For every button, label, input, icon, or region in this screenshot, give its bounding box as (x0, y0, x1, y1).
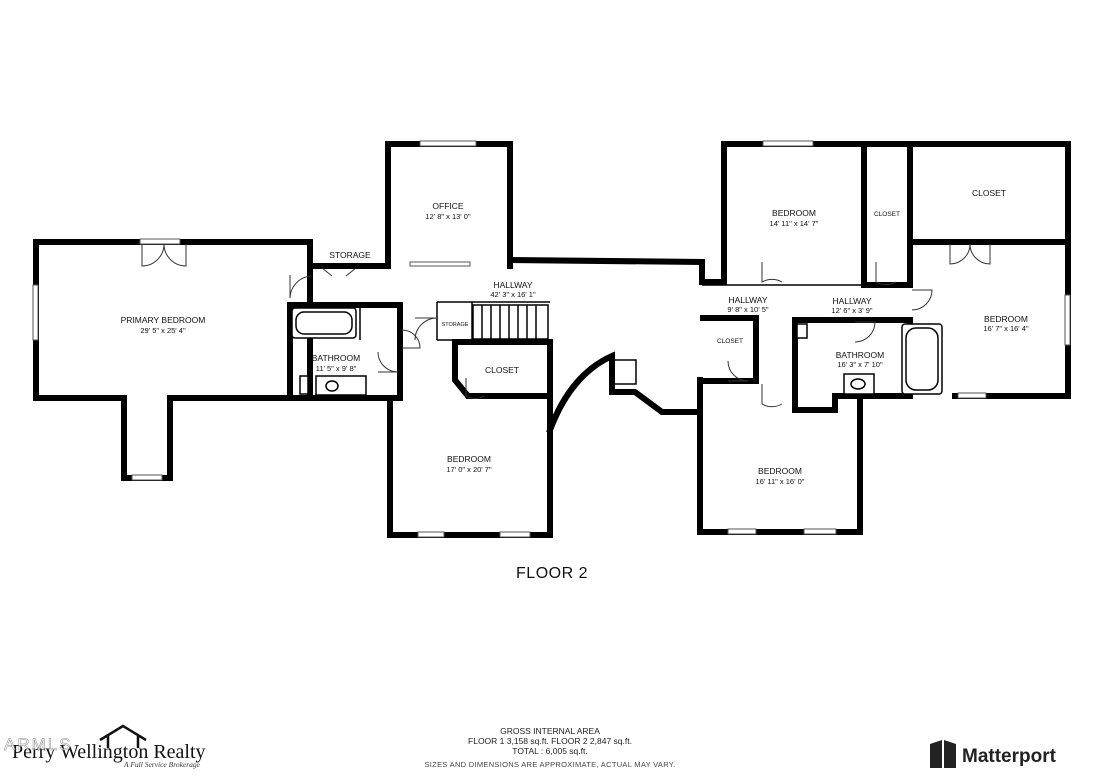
windows (32, 140, 1071, 538)
area-total: TOTAL : 6,005 sq.ft. (512, 746, 587, 756)
doors (141, 243, 991, 408)
primary-bedroom-dims: 29' 5" x 25' 4" (140, 326, 186, 335)
bathroom-right-label: BATHROOM (836, 350, 884, 360)
bedroom-center-dims: 17' 0" x 20' 7" (446, 465, 492, 474)
bedroom-bottom-right-dims: 16' 11" x 16' 0" (756, 477, 805, 486)
fixtures (291, 307, 943, 396)
closet-small-label: CLOSET (717, 338, 743, 345)
room-labels: PRIMARY BEDROOM 29' 5" x 25' 4" STORAGE … (121, 188, 1029, 486)
floor-label: FLOOR 2 (516, 565, 588, 582)
storage-small-label: STORAGE (442, 322, 469, 328)
realty-tagline: A Full Service Brokerage (123, 760, 201, 769)
toilet-right (850, 378, 866, 390)
realty-logo: Perry Wellington Realty A Full Service B… (4, 724, 206, 769)
stairs (472, 304, 637, 385)
bedroom-far-right-label: BEDROOM (984, 314, 1028, 324)
hallway-a-dims: 9' 8" x 10' 5" (727, 305, 768, 314)
hallway-b-dims: 12' 6" x 3' 9" (831, 306, 872, 315)
hallway-b-label: HALLWAY (832, 296, 871, 306)
matterport-text: Matterport (962, 746, 1057, 767)
vanity-left (315, 375, 367, 396)
armls-watermark: ARMLS (4, 735, 73, 754)
bedroom-top-right-label: BEDROOM (772, 208, 816, 218)
realty-name: Perry Wellington Realty (12, 741, 206, 763)
bathroom-left-label: BATHROOM (312, 353, 360, 363)
bathroom-right-dims: 16' 3" x 7' 10" (837, 360, 883, 369)
bedroom-bottom-right-label: BEDROOM (758, 466, 802, 476)
primary-bedroom-label: PRIMARY BEDROOM (121, 315, 206, 325)
storage-label: STORAGE (329, 250, 371, 260)
area-title: GROSS INTERNAL AREA (500, 726, 600, 736)
office-dims: 12' 8" x 13' 0" (425, 212, 471, 221)
matterport-mark-icon (930, 740, 956, 768)
interior-lines (309, 266, 910, 341)
office-label: OFFICE (432, 201, 463, 211)
closet-narrow-label: CLOSET (874, 211, 900, 218)
bedroom-far-right-dims: 16' 7" x 16' 4" (983, 324, 1029, 333)
area-summary: GROSS INTERNAL AREA FLOOR 1 3,158 sq.ft.… (425, 726, 676, 769)
matterport-logo: Matterport (930, 740, 1057, 768)
house-roof-icon (99, 724, 147, 748)
toilet-left (325, 380, 339, 392)
closet-big-label: CLOSET (972, 188, 1006, 198)
area-floors: FLOOR 1 3,158 sq.ft. FLOOR 2 2,847 sq.ft… (468, 736, 632, 746)
hallway-main-label: HALLWAY (493, 280, 532, 290)
area-disclaimer: SIZES AND DIMENSIONS ARE APPROXIMATE, AC… (425, 760, 676, 769)
bedroom-top-right-dims: 14' 11" x 14' 7" (770, 219, 819, 228)
hallway-main-dims: 42' 3" x 16' 1" (490, 290, 536, 299)
bathroom-left-dims: 11' 5" x 9' 8" (316, 364, 357, 373)
hallway-a-label: HALLWAY (728, 295, 767, 305)
closet-center-label: CLOSET (485, 365, 519, 375)
bedroom-center-label: BEDROOM (447, 454, 491, 464)
